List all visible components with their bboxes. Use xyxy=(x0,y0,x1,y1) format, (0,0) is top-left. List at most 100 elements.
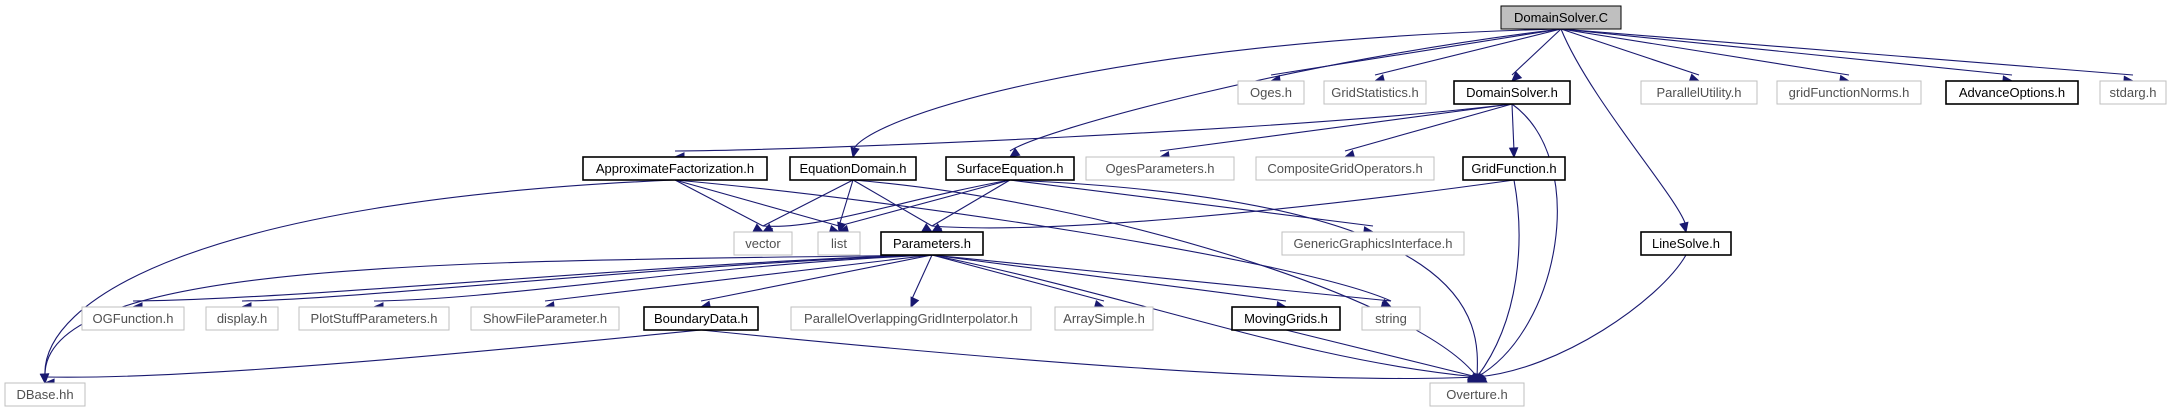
include-edge-surfaceequation_h-to-overture_h xyxy=(1009,179,1478,378)
include-edge-surfaceequation_h-to-genericgraphicsinterface_h xyxy=(1009,179,1374,227)
node-box xyxy=(1776,80,1922,105)
include-edge-parameters_h-to-overture_h xyxy=(931,254,1478,378)
node-box xyxy=(790,306,1032,331)
include-edge-domainsolver_c-to-linesolve_h xyxy=(1560,28,1687,227)
node-box xyxy=(205,306,279,331)
node-label: ParallelUtility.h xyxy=(1656,85,1741,100)
node-arraysimple-h: ArraySimple.h xyxy=(1054,306,1154,331)
include-edge-equationdomain_h-to-list xyxy=(838,179,854,227)
include-edge-boundarydata_h-to-dbase_hh xyxy=(44,329,702,378)
node-label: DomainSolver.C xyxy=(1514,10,1608,25)
node-box xyxy=(1281,231,1465,256)
include-edge-parameters_h-to-movinggrids_h xyxy=(931,254,1287,302)
node-box xyxy=(945,156,1075,181)
node-parameters-h[interactable]: Parameters.h xyxy=(880,231,984,256)
node-label: EquationDomain.h xyxy=(800,161,907,176)
include-edge-domainsolver_c-to-parallelutility_h xyxy=(1560,28,1700,76)
node-box xyxy=(1640,231,1732,256)
node-boundarydata-h[interactable]: BoundaryData.h xyxy=(643,306,759,331)
node-label: SurfaceEquation.h xyxy=(957,161,1064,176)
arrowhead-icon xyxy=(910,296,920,309)
include-edge-domainsolver_h-to-compositegridoperators_h xyxy=(1344,103,1513,152)
include-edge-domainsolver_h-to-ogesparameters_h xyxy=(1159,103,1513,152)
node-label: Parameters.h xyxy=(893,236,971,251)
node-stdarg-h: stdarg.h xyxy=(2099,80,2167,105)
arrowhead-icon xyxy=(1511,71,1523,82)
node-movinggrids-h[interactable]: MovingGrids.h xyxy=(1231,306,1341,331)
include-edge-domainsolver_c-to-gridstatistics_h xyxy=(1374,28,1562,76)
include-edge-approximatefactorization_h-to-dbase_hh xyxy=(44,179,676,378)
node-string: string xyxy=(1361,306,1421,331)
node-box xyxy=(733,231,793,256)
node-label: stdarg.h xyxy=(2110,85,2157,100)
include-edge-domainsolver_c-to-equationdomain_h xyxy=(852,28,1562,152)
node-ogfunction-h: OGFunction.h xyxy=(81,306,185,331)
include-edge-domainsolver_c-to-surfaceequation_h xyxy=(1009,28,1562,152)
node-showfileparameter-h: ShowFileParameter.h xyxy=(470,306,620,331)
include-edge-domainsolver_c-to-gridfunctionnorms_h xyxy=(1560,28,1850,76)
node-label: Oges.h xyxy=(1250,85,1292,100)
include-edge-domainsolver_c-to-domainsolver_h xyxy=(1511,28,1562,76)
node-display-h: display.h xyxy=(205,306,279,331)
node-label: AdvanceOptions.h xyxy=(1959,85,2065,100)
file-nodes: DomainSolver.C Oges.h GridStatistics.h Doma… xyxy=(4,5,2167,407)
node-list: list xyxy=(817,231,861,256)
include-edge-surfaceequation_h-to-parameters_h xyxy=(931,179,1011,227)
include-edge-parameters_h-to-ogfunction_h xyxy=(132,254,933,302)
node-gridstatistics-h: GridStatistics.h xyxy=(1323,80,1427,105)
node-approximatefactorization-h[interactable]: ApproximateFactorization.h xyxy=(582,156,768,181)
node-linesolve-h[interactable]: LineSolve.h xyxy=(1640,231,1732,256)
node-domainsolver-h[interactable]: DomainSolver.h xyxy=(1453,80,1571,105)
node-advanceoptions-h[interactable]: AdvanceOptions.h xyxy=(1945,80,2079,105)
node-label: Overture.h xyxy=(1446,387,1507,402)
node-label: LineSolve.h xyxy=(1652,236,1720,251)
arrowhead-icon xyxy=(850,146,860,159)
node-label: ShowFileParameter.h xyxy=(483,311,607,326)
node-ogesparameters-h: OgesParameters.h xyxy=(1085,156,1235,181)
node-equationdomain-h[interactable]: EquationDomain.h xyxy=(789,156,917,181)
node-label: ParallelOverlappingGridInterpolator.h xyxy=(804,311,1018,326)
node-label: BoundaryData.h xyxy=(654,311,748,326)
node-label: ApproximateFactorization.h xyxy=(596,161,754,176)
node-box xyxy=(1231,306,1341,331)
node-label: CompositeGridOperators.h xyxy=(1267,161,1422,176)
include-edge-gridfunction_h-to-parameters_h xyxy=(931,179,1515,229)
node-label: OGFunction.h xyxy=(93,311,174,326)
node-box xyxy=(470,306,620,331)
arrowhead-icon xyxy=(39,373,50,385)
node-domainsolver-c[interactable]: DomainSolver.C xyxy=(1500,5,1622,30)
include-edge-parameters_h-to-dbase_hh xyxy=(44,254,933,378)
include-edge-parameters_h-to-plotstuffparameters_h xyxy=(373,254,933,302)
node-box xyxy=(4,382,86,407)
include-edge-gridfunction_h-to-overture_h xyxy=(1476,179,1520,378)
node-box xyxy=(1500,5,1622,30)
include-edge-parameters_h-to-string xyxy=(931,254,1392,302)
include-edge-parameters_h-to-boundarydata_h xyxy=(700,254,933,302)
node-box xyxy=(2099,80,2167,105)
node-box xyxy=(1323,80,1427,105)
node-genericgraphicsinterface-h: GenericGraphicsInterface.h xyxy=(1281,231,1465,256)
include-edge-parameters_h-to-display_h xyxy=(241,254,933,302)
include-edge-parameters_h-to-arraysimple_h xyxy=(931,254,1105,302)
arrowhead-icon xyxy=(1008,147,1021,158)
node-box xyxy=(880,231,984,256)
node-gridfunction-h[interactable]: GridFunction.h xyxy=(1462,156,1566,181)
node-box xyxy=(582,156,768,181)
node-box xyxy=(298,306,450,331)
node-box xyxy=(1255,156,1435,181)
node-label: GridFunction.h xyxy=(1471,161,1556,176)
node-label: DBase.hh xyxy=(16,387,73,402)
node-oges-h: Oges.h xyxy=(1237,80,1305,105)
node-parallelutility-h: ParallelUtility.h xyxy=(1640,80,1758,105)
include-edge-domainsolver_h-to-overture_h xyxy=(1476,103,1558,378)
node-surfaceequation-h[interactable]: SurfaceEquation.h xyxy=(945,156,1075,181)
node-box xyxy=(1054,306,1154,331)
dependency-edges xyxy=(39,28,2135,389)
node-gridfunctionnorms-h: gridFunctionNorms.h xyxy=(1776,80,1922,105)
include-edge-domainsolver_h-to-approximatefactorization_h xyxy=(674,103,1513,152)
node-box xyxy=(1945,80,2079,105)
node-box xyxy=(1640,80,1758,105)
arrowhead-icon xyxy=(1679,221,1689,234)
node-label: list xyxy=(831,236,847,251)
